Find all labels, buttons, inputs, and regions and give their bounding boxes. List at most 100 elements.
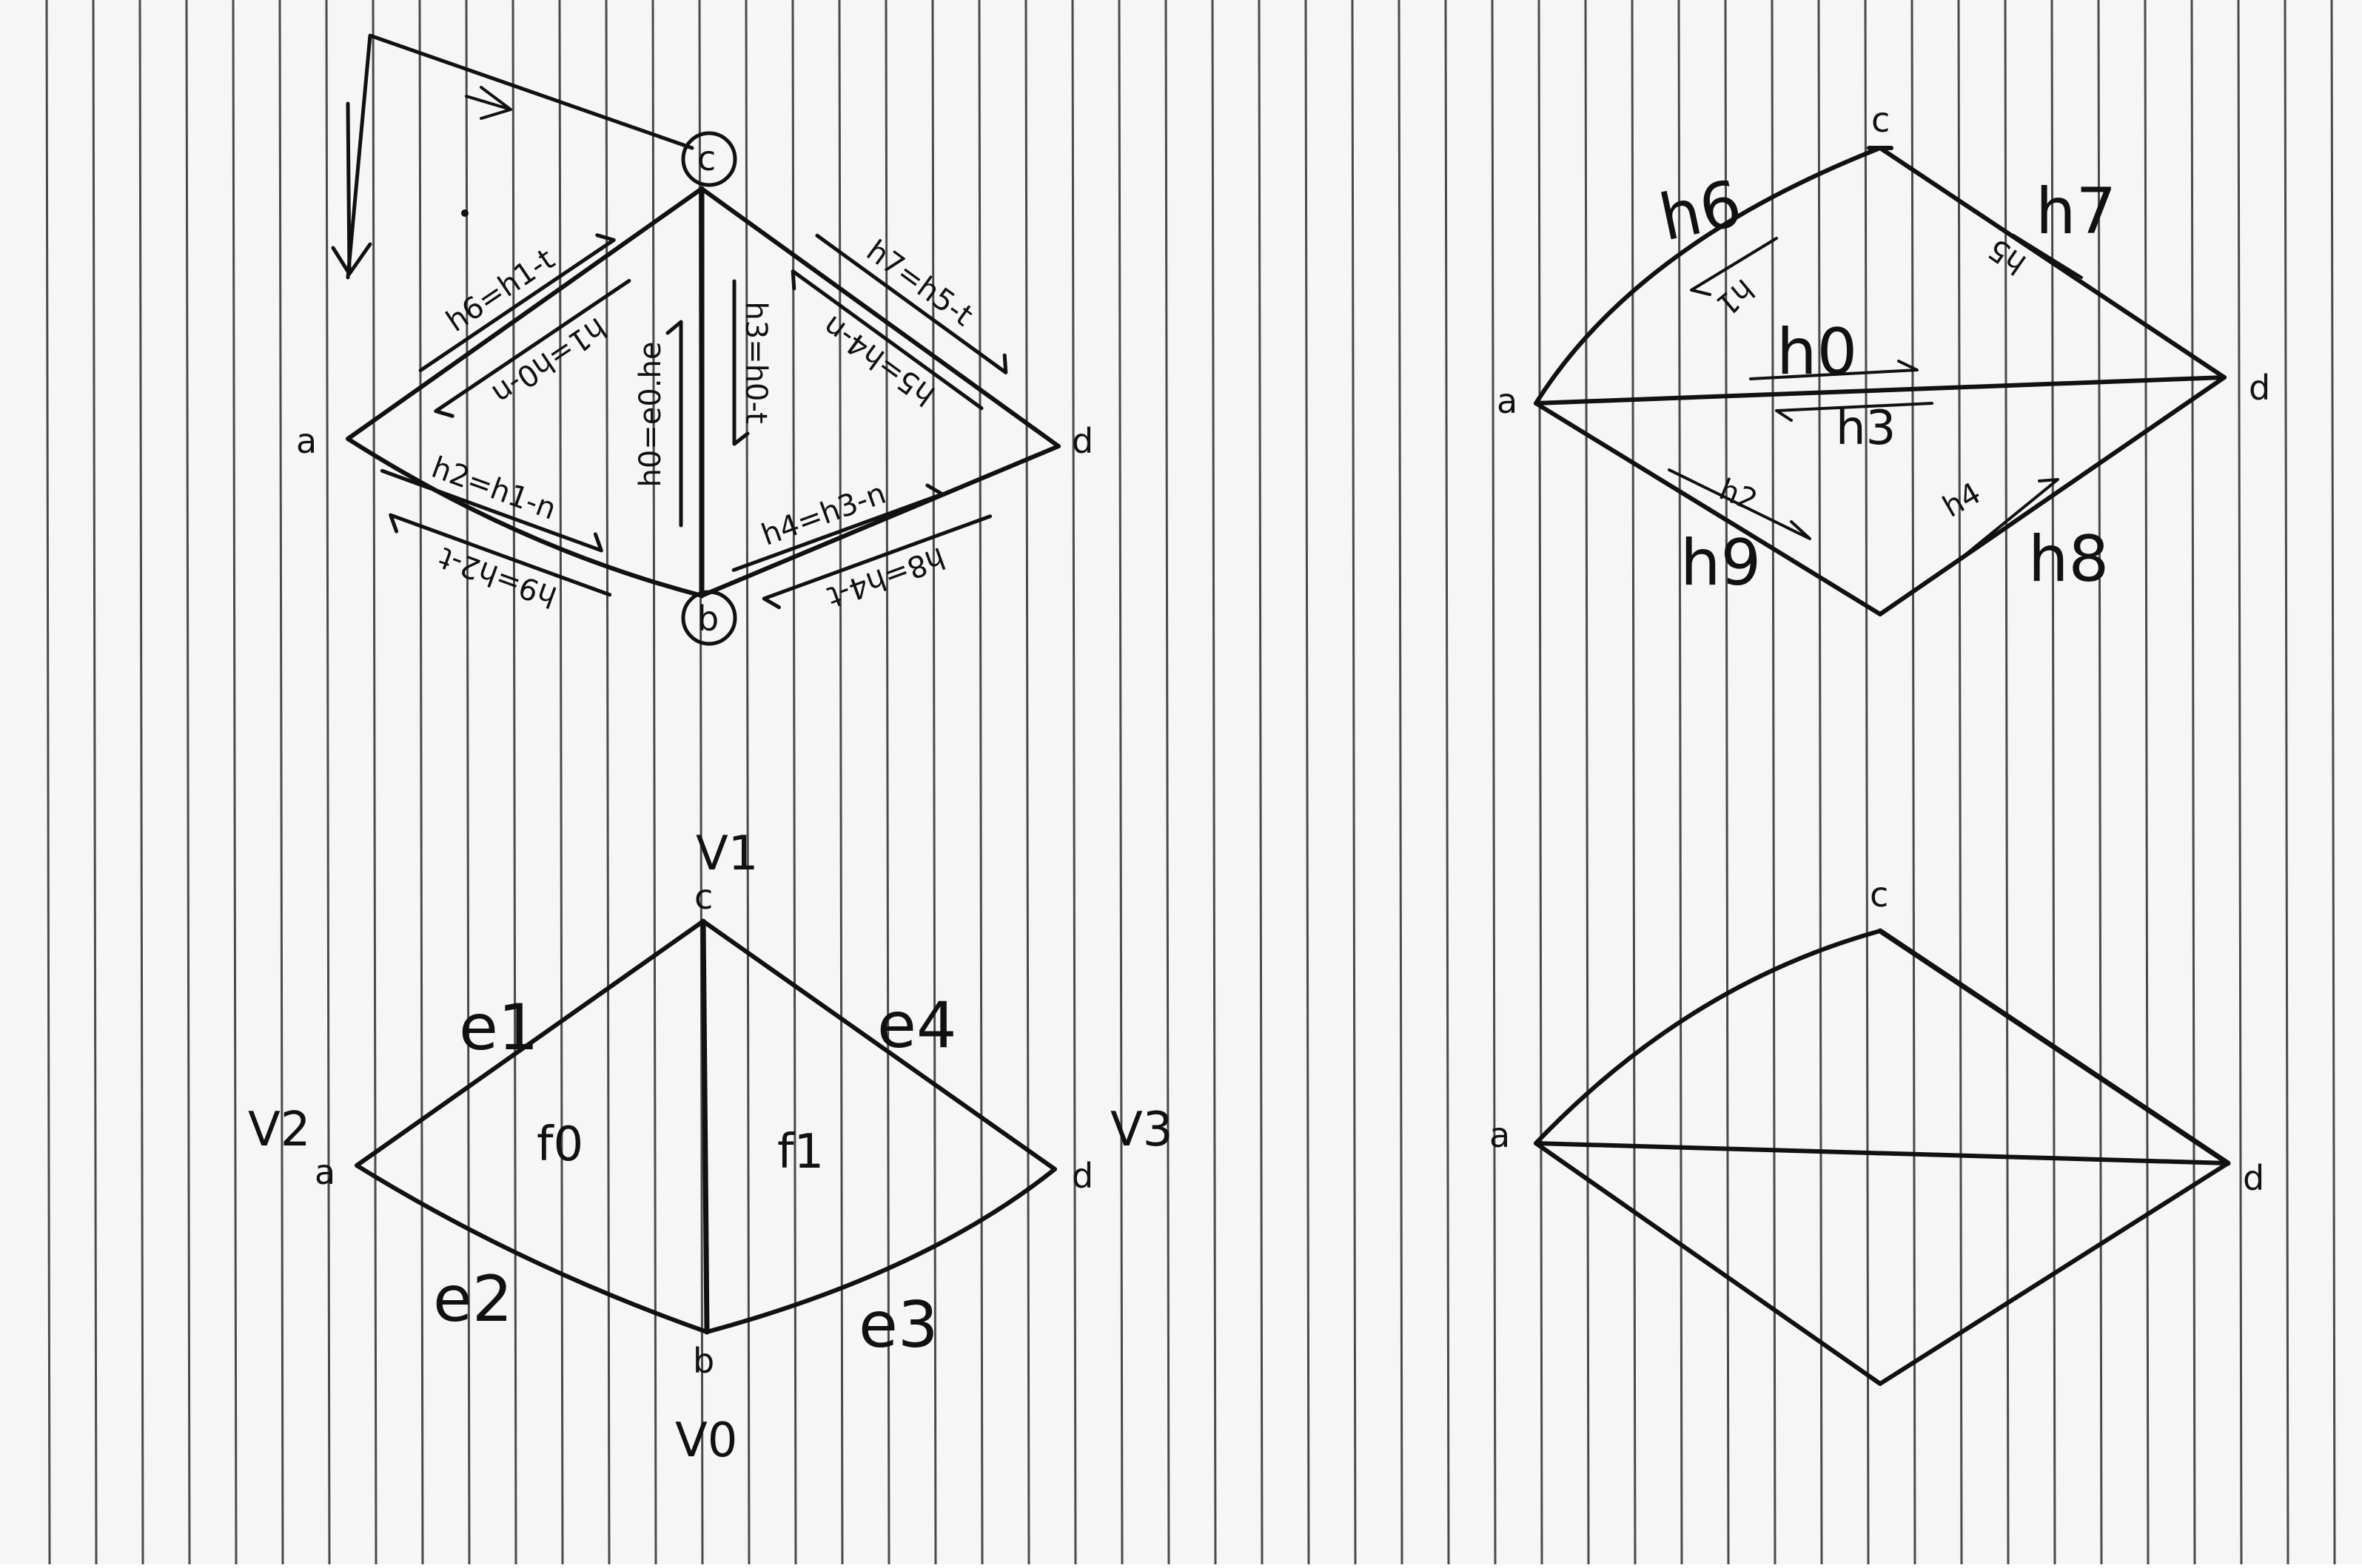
halfedge-h9-label: h9 — [1680, 526, 1761, 600]
vertex-v3-label: V3 — [1110, 1103, 1173, 1157]
halfedge-h3-arrow — [1775, 402, 1933, 422]
vertex-a-label-3: a — [315, 1152, 335, 1192]
svg-text:h6=h1-t: h6=h1-t — [440, 242, 561, 339]
edge-b-d-4 — [1878, 1161, 2230, 1386]
ruled-line — [651, 0, 657, 1565]
vertex-b-circle — [681, 590, 737, 646]
ruled-line — [418, 0, 424, 1565]
vertex-v0-label: V0 — [675, 1413, 738, 1468]
edge-e2 — [355, 1163, 709, 1334]
ruled-line — [558, 0, 564, 1565]
halfedge-h4-label: h4 — [1937, 476, 1987, 524]
ruled-line — [1817, 0, 1823, 1565]
vertex-a-label-4: a — [1489, 1115, 1510, 1155]
ruled-line — [1071, 0, 1077, 1565]
ruled-line — [1910, 0, 1916, 1565]
ruled-line — [931, 0, 937, 1565]
edge-a-b — [346, 437, 704, 598]
ruled-line — [278, 0, 284, 1565]
edge-e3 — [705, 1167, 1057, 1334]
edge-a-c-4 — [1534, 929, 1882, 1145]
edge-a-b-2 — [1534, 401, 1882, 616]
ruled-line — [372, 0, 378, 1565]
vertex-v1-label: V1 — [696, 827, 759, 881]
svg-text:h4=h3-n: h4=h3-n — [757, 477, 890, 553]
vertex-d-label-2: d — [2249, 368, 2270, 408]
edge-b-d — [699, 444, 1061, 598]
ruled-line — [1398, 0, 1403, 1565]
edge-e3-label: e3 — [859, 1288, 939, 1362]
vertex-d-label: d — [1072, 421, 1093, 461]
ruled-line — [92, 0, 98, 1565]
ruled-line — [605, 0, 611, 1565]
ruled-lines — [45, 0, 2336, 1565]
halfedge-h7-label: h7 — [2036, 175, 2116, 249]
face-f1-label: f1 — [777, 1125, 824, 1180]
ruled-line — [2097, 0, 2103, 1565]
vertex-a-label-2: a — [1497, 381, 1517, 421]
vertex-c-circle — [681, 131, 737, 187]
ruled-line — [1677, 0, 1683, 1565]
edge-e4 — [701, 919, 1057, 1171]
traversal-stroke — [346, 33, 694, 280]
edge-a-c — [346, 186, 704, 441]
vertex-c-label: c — [697, 138, 716, 178]
edge-c-d-2 — [1878, 146, 2227, 380]
halfedge-h1-label: h1 — [1710, 272, 1760, 322]
halfedge-h3-label: h3 — [1836, 401, 1896, 456]
ruled-line — [1258, 0, 1264, 1565]
annotation-h2: h2=h1-n — [380, 451, 603, 553]
traversal-arrow-top — [465, 86, 512, 120]
annotation-h0: h0=e0.he — [634, 320, 683, 528]
halfedge-h0-arrow — [1749, 360, 1919, 380]
ruled-line — [1351, 0, 1357, 1565]
diagram-half-edge-derivation: a c b d h6=h1-t h1=h0-n h2=h1-n h9=h2-t … — [296, 33, 1093, 646]
edge-a-b-4 — [1534, 1141, 1882, 1386]
ruled-line — [791, 0, 797, 1565]
edge-c-d-4 — [1877, 928, 2231, 1166]
vertex-d-label-3: d — [1072, 1156, 1093, 1196]
ruled-line — [185, 0, 191, 1565]
ruled-line — [1724, 0, 1730, 1565]
diagram-vertices-edges-faces: V1 c V2 a V3 d b V0 e1 e4 e2 e3 f0 f1 — [248, 827, 1173, 1468]
svg-text:h2=h1-n: h2=h1-n — [427, 451, 560, 527]
halfedge-h5-arrow — [2012, 234, 2083, 279]
ruled-line — [1024, 0, 1030, 1565]
ruled-line — [325, 0, 331, 1565]
edge-e0 — [700, 918, 710, 1335]
vertex-c-label-3: c — [694, 877, 713, 917]
vertex-d-label-4: d — [2243, 1158, 2264, 1198]
svg-text:h0=e0.he: h0=e0.he — [634, 341, 668, 487]
vertex-a-label: a — [296, 421, 317, 461]
ruled-line — [232, 0, 238, 1565]
edge-e1-label: e1 — [459, 991, 539, 1065]
ruled-line — [1304, 0, 1310, 1565]
ruled-line — [1118, 0, 1124, 1565]
ruled-line — [511, 0, 517, 1565]
ruled-line — [1491, 0, 1497, 1565]
vertex-c-label-2: c — [1871, 100, 1890, 140]
annotation-h3: h3=h0-t — [732, 279, 773, 446]
ruled-line — [978, 0, 984, 1565]
vertex-b-label-3: b — [693, 1341, 714, 1381]
traversal-arrow-left — [331, 101, 372, 276]
diagram-half-edges: c a d h6 h1 h7 h5 h0 h3 h2 h4 h9 h8 — [1497, 100, 2270, 616]
ruled-line — [1957, 0, 1963, 1565]
edge-e4-label: e4 — [877, 989, 957, 1063]
ruled-line — [2190, 0, 2196, 1565]
ruled-line — [1631, 0, 1637, 1565]
ruled-line — [2330, 0, 2336, 1565]
ruled-line — [1211, 0, 1217, 1565]
halfedge-h8-label: h8 — [2028, 522, 2109, 596]
annotation-h9: h9=h2-t — [389, 513, 612, 614]
ruled-line — [1164, 0, 1170, 1565]
ruled-line — [2237, 0, 2243, 1565]
vertex-v2-label: V2 — [248, 1103, 311, 1157]
halfedge-h5-label: h5 — [1982, 232, 2033, 281]
edge-a-d-4 — [1534, 1141, 2230, 1165]
ruled-line — [2284, 0, 2289, 1565]
ruled-line — [745, 0, 751, 1565]
ruled-line — [1537, 0, 1543, 1565]
svg-text:h5=h4-n: h5=h4-n — [816, 309, 942, 412]
